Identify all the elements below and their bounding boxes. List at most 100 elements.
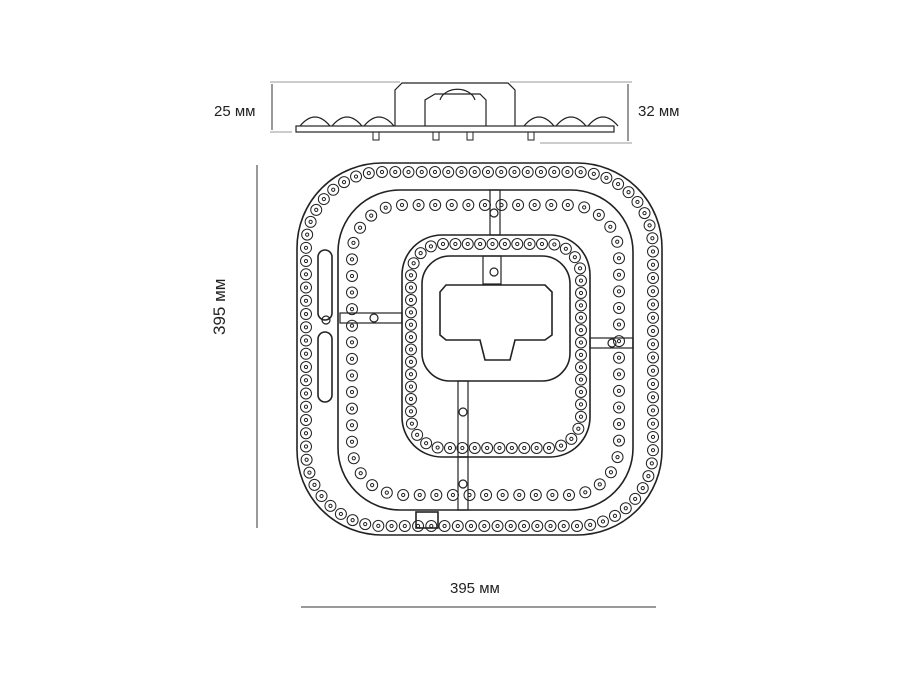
led-center [472, 445, 477, 451]
led [512, 199, 525, 211]
led-center [616, 305, 622, 311]
led [536, 238, 549, 250]
led [405, 405, 417, 418]
led [575, 386, 587, 399]
led [300, 440, 312, 453]
led-center [308, 219, 313, 224]
led [397, 489, 410, 501]
led-center [401, 492, 406, 498]
led-center [338, 511, 344, 517]
led [631, 195, 644, 208]
led [486, 238, 499, 250]
led-center [608, 224, 613, 229]
led [518, 442, 531, 454]
led [347, 236, 360, 249]
led-center [379, 169, 385, 175]
led [636, 482, 649, 495]
led-center [485, 445, 490, 451]
led-center [495, 523, 500, 529]
led [575, 287, 587, 299]
led [480, 489, 493, 501]
led [385, 520, 398, 532]
led [508, 166, 521, 178]
led [481, 166, 494, 178]
led-center [303, 431, 309, 436]
led [613, 418, 625, 431]
led [584, 518, 597, 531]
led-center [521, 523, 527, 529]
led [300, 400, 312, 413]
led-center [650, 434, 656, 440]
dimension-label-width: 395 мм [450, 580, 500, 597]
led-center [578, 278, 584, 283]
side-view-pins [372, 131, 535, 141]
led-center [478, 241, 483, 247]
led [495, 166, 508, 178]
led-center [650, 249, 656, 254]
led-center [303, 444, 309, 449]
led-center [408, 297, 414, 303]
led-center [415, 432, 420, 437]
led [544, 520, 557, 532]
led-center [650, 421, 656, 426]
led-center [303, 272, 309, 277]
led [543, 442, 555, 454]
led-center [303, 338, 309, 343]
side-view-base [295, 125, 615, 133]
led [465, 520, 478, 532]
led-center [552, 169, 557, 175]
led [300, 374, 312, 387]
led [643, 219, 656, 232]
led [575, 348, 587, 361]
side-view-led-lenses [299, 116, 619, 127]
led [574, 262, 587, 275]
led [548, 238, 561, 251]
led [463, 489, 476, 501]
led-center [303, 245, 309, 250]
led [346, 319, 358, 332]
led-center [307, 470, 312, 475]
led [647, 391, 659, 404]
led [300, 255, 312, 268]
screw [489, 208, 499, 218]
led-center [569, 436, 574, 441]
led-center [303, 417, 309, 423]
led-center [591, 171, 596, 176]
led-center [384, 490, 389, 495]
led-center [363, 522, 368, 527]
led [571, 520, 583, 532]
led-center [357, 225, 363, 230]
led [405, 393, 417, 405]
led [468, 442, 481, 454]
led [587, 167, 600, 180]
led [528, 199, 541, 211]
led [596, 515, 609, 528]
led [493, 442, 506, 454]
led-center [366, 171, 371, 176]
led-center [615, 181, 621, 187]
led [575, 398, 587, 411]
led [350, 170, 363, 183]
led-center [578, 402, 584, 407]
led [622, 186, 635, 199]
led-center [446, 169, 451, 175]
led [647, 404, 659, 417]
led [300, 321, 312, 334]
led [346, 303, 358, 316]
led-center [349, 439, 355, 444]
led [300, 241, 313, 254]
led-center [349, 373, 355, 378]
led-center [522, 445, 527, 451]
led-center [490, 241, 495, 247]
led [405, 417, 418, 430]
led [478, 199, 491, 211]
led [379, 201, 392, 214]
led [334, 507, 347, 520]
led-center [578, 328, 584, 333]
led-center [319, 493, 324, 499]
led-center [650, 448, 656, 453]
led [346, 402, 358, 415]
led-center [433, 202, 438, 208]
led [300, 308, 312, 321]
screw [458, 407, 468, 417]
